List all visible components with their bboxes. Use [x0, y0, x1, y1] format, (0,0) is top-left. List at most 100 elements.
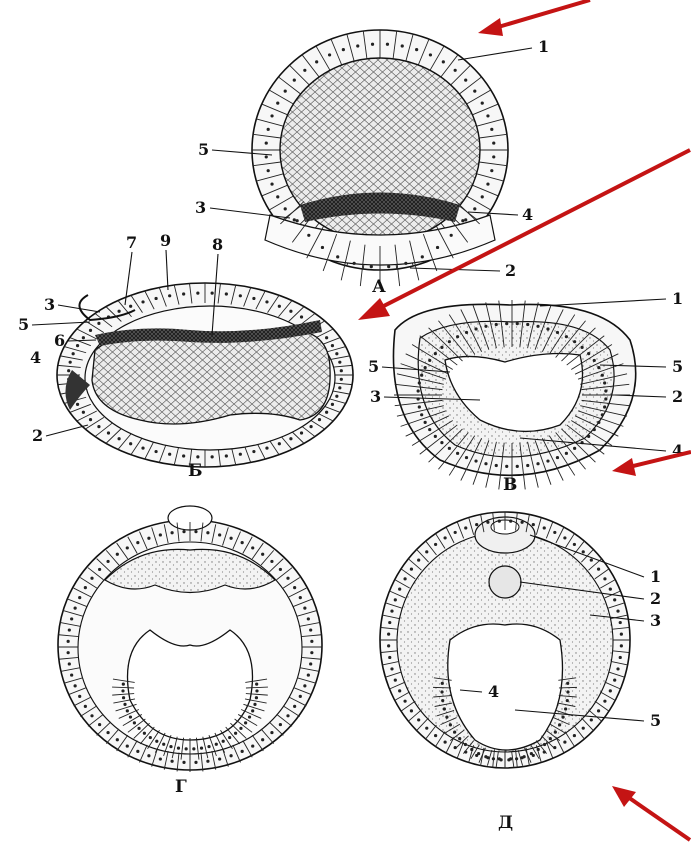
cell-nucleus — [564, 707, 567, 710]
cell-nucleus — [211, 292, 214, 295]
panel-b-label-3: 3 — [44, 295, 55, 314]
cell-nucleus — [403, 577, 406, 580]
cell-nucleus — [619, 656, 622, 659]
cell-nucleus — [129, 305, 132, 308]
panel-v-label-2: 2 — [672, 387, 683, 406]
cell-nucleus — [116, 738, 119, 741]
cell-nucleus — [418, 381, 421, 384]
cell-nucleus — [481, 102, 484, 105]
cell-nucleus — [401, 44, 404, 47]
cell-nucleus — [147, 537, 150, 540]
cell-nucleus — [523, 755, 526, 758]
panel-b-yolk-mass — [92, 330, 330, 424]
cell-nucleus — [492, 141, 495, 144]
cell-nucleus — [582, 727, 585, 730]
cell-nucleus — [141, 300, 144, 303]
cell-nucleus — [394, 678, 397, 681]
panel-v-label-3: 3 — [370, 387, 381, 406]
panel-d-neurula-late: Д 1 2 3 4 5 — [380, 512, 661, 833]
cell-nucleus — [252, 297, 255, 300]
cell-nucleus — [289, 437, 292, 440]
cell-nucleus — [388, 656, 391, 659]
cell-nucleus — [68, 628, 71, 631]
cell-nucleus — [573, 734, 576, 737]
cell-nucleus — [331, 344, 334, 347]
cell-nucleus — [440, 690, 443, 693]
cell-nucleus — [486, 114, 489, 117]
cell-nucleus — [486, 182, 489, 185]
cell-nucleus — [276, 102, 279, 105]
panel-b-leader-2 — [46, 425, 88, 436]
cell-nucleus — [573, 340, 576, 343]
cell-nucleus — [454, 531, 457, 534]
cell-nucleus — [147, 754, 150, 757]
panel-b-gastrula-section: Б 7 9 8 3 5 6 4 2 — [18, 231, 353, 481]
cell-nucleus — [149, 736, 152, 739]
cell-nucleus — [97, 322, 100, 325]
panel-b-leader-9 — [166, 250, 168, 290]
cell-nucleus — [582, 550, 585, 553]
cell-wall — [433, 687, 451, 688]
cell-nucleus — [505, 322, 508, 325]
cell-nucleus — [206, 531, 209, 534]
cell-nucleus — [425, 550, 428, 553]
arrow-middle-right — [612, 452, 691, 476]
cell-nucleus — [573, 543, 576, 546]
cell-nucleus — [465, 456, 468, 459]
cell-nucleus — [461, 219, 464, 222]
cell-nucleus — [498, 520, 501, 523]
cell-nucleus — [546, 459, 549, 462]
cell-nucleus — [597, 421, 600, 424]
cell-nucleus — [261, 738, 264, 741]
cell-nucleus — [338, 361, 341, 364]
cell-nucleus — [239, 294, 242, 297]
cell-nucleus — [315, 60, 318, 63]
cell-nucleus — [255, 683, 258, 686]
cell-nucleus — [486, 521, 489, 524]
cell-nucleus — [601, 374, 604, 377]
cell-nucleus — [137, 727, 140, 730]
cell-nucleus — [442, 60, 445, 63]
cell-nucleus — [616, 609, 619, 612]
cell-nucleus — [546, 327, 549, 330]
cell-nucleus — [415, 48, 418, 51]
cell-nucleus — [194, 530, 197, 533]
panel-v-label-1: 1 — [672, 289, 683, 308]
cell-nucleus — [603, 700, 606, 703]
cell-nucleus — [296, 219, 299, 222]
cell-nucleus — [253, 703, 256, 706]
cell-nucleus — [169, 745, 172, 748]
cell-nucleus — [613, 598, 616, 601]
cell-nucleus — [159, 533, 162, 536]
panel-d-label-5: 5 — [650, 711, 661, 730]
cell-nucleus — [106, 560, 109, 563]
cell-nucleus — [207, 745, 210, 748]
cell-nucleus — [279, 723, 282, 726]
cell-nucleus — [490, 128, 493, 131]
cell-nucleus — [434, 435, 437, 438]
cell-nucleus — [484, 755, 487, 758]
cell-nucleus — [230, 754, 233, 757]
panel-d-notochord — [489, 566, 521, 598]
cell-nucleus — [477, 752, 480, 755]
cell-nucleus — [248, 715, 251, 718]
cell-nucleus — [353, 262, 356, 265]
cell-nucleus — [424, 366, 427, 369]
cell-nucleus — [593, 428, 596, 431]
panel-v-letter: В — [503, 475, 517, 495]
cell-nucleus — [299, 596, 302, 599]
cell-nucleus — [218, 757, 221, 760]
cell-nucleus — [265, 141, 268, 144]
cell-nucleus — [122, 683, 125, 686]
cell-nucleus — [126, 744, 129, 747]
cell-nucleus — [325, 411, 328, 414]
cell-nucleus — [286, 577, 289, 580]
cell-nucleus — [410, 709, 413, 712]
arrow-bottom — [612, 786, 690, 840]
cell-nucleus — [456, 452, 459, 455]
cell-nucleus — [356, 44, 359, 47]
cell-nucleus — [270, 114, 273, 117]
cell-nucleus — [448, 340, 451, 343]
cell-nucleus — [335, 352, 338, 355]
